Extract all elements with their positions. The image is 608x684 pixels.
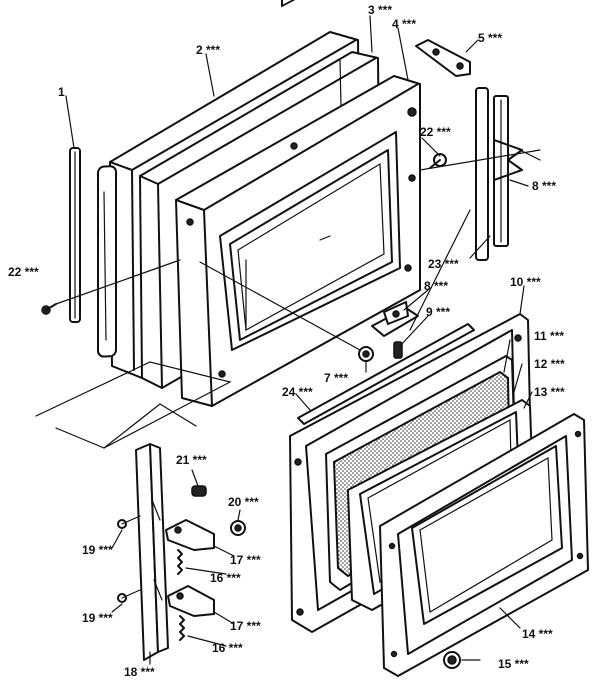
callout-14: 14 *** <box>522 627 553 641</box>
hinge-block-lower <box>167 585 215 617</box>
screw-22-left <box>41 303 57 315</box>
screw-20 <box>230 520 246 536</box>
alignment-lines-lower-left <box>35 361 232 449</box>
callout-16-upper: 16 *** <box>210 571 241 585</box>
screw-19-upper <box>117 515 141 529</box>
callout-10: 10 *** <box>510 275 541 289</box>
callout-1: 1 <box>58 85 65 99</box>
callout-7: 7 *** <box>324 371 348 385</box>
callout-3: 3 *** <box>368 3 392 17</box>
callout-8-upper: 8 *** <box>532 179 556 193</box>
inner-door-frame <box>175 0 421 407</box>
hinge-block-upper <box>165 519 215 551</box>
outer-door-frame <box>379 413 589 677</box>
spring-upper <box>177 549 183 575</box>
callout-13: 13 *** <box>534 385 565 399</box>
callout-18: 18 *** <box>124 665 155 679</box>
callout-20: 20 *** <box>228 495 259 509</box>
callout-24: 24 *** <box>282 385 313 399</box>
callout-17-upper: 17 *** <box>230 553 261 567</box>
left-trim-strip <box>69 147 81 323</box>
callout-17-lower: 17 *** <box>230 619 261 633</box>
callout-2: 2 *** <box>196 43 220 57</box>
callout-16-lower: 16 *** <box>212 641 243 655</box>
callout-4: 4 *** <box>392 17 416 31</box>
alignment-lines-upper <box>55 149 541 351</box>
latch-bracket <box>371 301 419 337</box>
callout-12: 12 *** <box>534 357 565 371</box>
callout-8-lower: 8 *** <box>424 279 448 293</box>
hinge-channel <box>135 443 169 661</box>
callout-19-lower: 19 *** <box>82 611 113 625</box>
screw-21 <box>191 485 207 497</box>
bottom-trim-strip <box>297 323 475 425</box>
callout-22-upper: 22 *** <box>420 125 451 139</box>
callout-23: 23 *** <box>428 257 459 271</box>
callout-19-upper: 19 *** <box>82 543 113 557</box>
callout-21: 21 *** <box>176 453 207 467</box>
hinge-bracket <box>415 39 471 77</box>
screw-15 <box>443 651 461 669</box>
spring-lower <box>179 615 185 641</box>
callout-labels: 1 2 *** 3 *** 4 *** 5 *** 22 *** 8 *** 2… <box>8 3 565 679</box>
screw-19-lower <box>117 589 141 603</box>
screw-22-upper <box>429 153 447 169</box>
leader-lines <box>65 15 533 665</box>
callout-15: 15 *** <box>498 657 529 671</box>
callout-5: 5 *** <box>478 31 502 45</box>
screw-7 <box>358 346 374 362</box>
callout-11: 11 *** <box>534 329 564 343</box>
callout-22-left: 22 *** <box>8 265 39 279</box>
callout-9: 9 *** <box>426 305 450 319</box>
right-trim-strip <box>475 87 523 261</box>
